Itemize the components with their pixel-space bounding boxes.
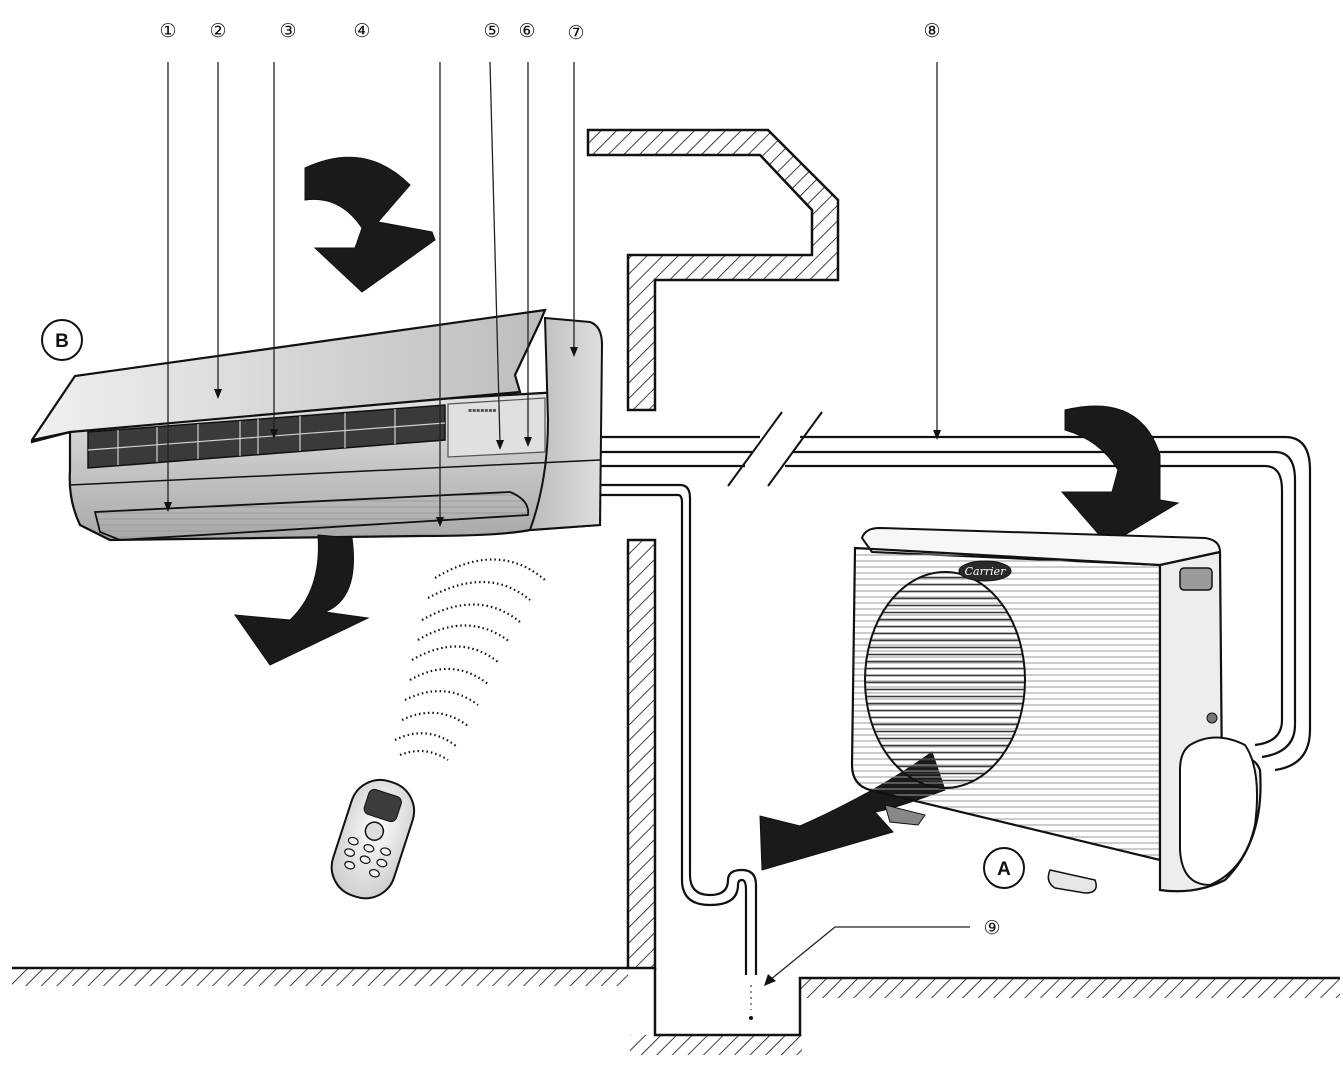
callout-4: ④ xyxy=(353,20,370,42)
brand-logo xyxy=(958,560,1012,582)
front-flap xyxy=(30,308,547,444)
indoor-discharge-arrow xyxy=(233,534,370,666)
indoor-unit-side-cap xyxy=(528,316,604,532)
pit-hatch-bottom xyxy=(630,1035,802,1055)
outdoor-ground xyxy=(800,978,1340,998)
outdoor-intake-arrow xyxy=(1060,405,1180,546)
outdoor-unit: Carrier xyxy=(850,526,1262,894)
outdoor-unit-foot xyxy=(1047,869,1097,894)
callout-2: ② xyxy=(209,20,226,42)
indoor-intake-arrow xyxy=(304,156,436,293)
callout-9: ⑨ xyxy=(983,917,1000,939)
indoor-unit: ▪▪▪▪▪▪▪ xyxy=(30,308,604,542)
callout-numbers: ① ② ③ ④ ⑤ ⑥ ⑦ ⑧ ⑨ xyxy=(159,20,1000,939)
fan-grille xyxy=(864,571,1026,789)
callout-5: ⑤ xyxy=(483,20,500,42)
callout-3: ③ xyxy=(279,20,296,42)
badge-outdoor-text: A xyxy=(997,859,1011,880)
callout-leaders xyxy=(164,61,970,986)
refrigerant-piping xyxy=(600,411,1312,1020)
callout-7: ⑦ xyxy=(567,22,584,44)
upper-wall-section xyxy=(586,128,840,412)
remote-screen xyxy=(363,788,402,823)
display-panel-text: ▪▪▪▪▪▪▪ xyxy=(468,407,496,414)
remote-control xyxy=(330,778,416,900)
service-valve-cover xyxy=(1179,736,1259,887)
display-panel xyxy=(447,397,546,458)
badge-indoor: B xyxy=(41,319,83,361)
air-outlet-louver xyxy=(93,491,530,541)
remote-signal-waves xyxy=(394,558,546,761)
exterior-wall xyxy=(626,538,657,970)
badge-outdoor: A xyxy=(983,847,1025,889)
badge-indoor-text: B xyxy=(55,331,69,352)
building-walls xyxy=(12,128,1340,1055)
interior-floor xyxy=(12,968,628,986)
carry-handle xyxy=(1179,567,1213,591)
callout-1: ① xyxy=(159,20,176,42)
callout-6: ⑥ xyxy=(518,20,535,42)
callout-8: ⑧ xyxy=(923,20,940,42)
brand-logo-text: Carrier xyxy=(965,565,1007,578)
